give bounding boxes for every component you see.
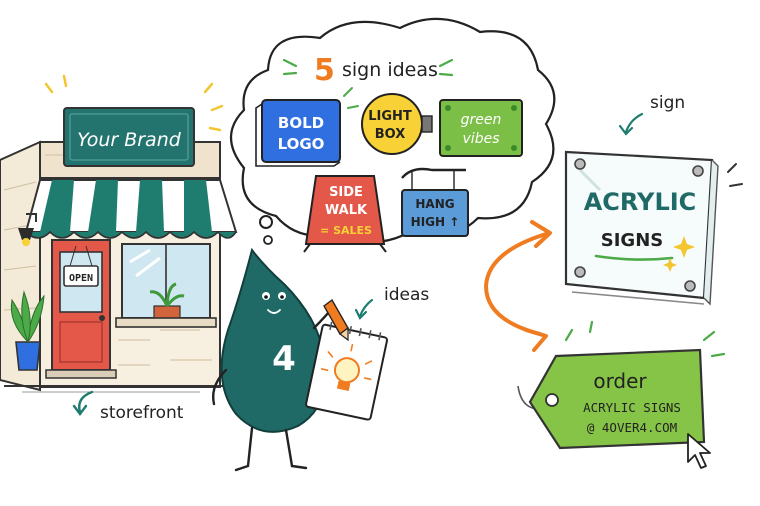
arrow-icon	[358, 298, 374, 318]
idea-bold-logo: BOLD LOGO	[255, 87, 359, 167]
curved-arrow-icon	[78, 390, 94, 414]
acrylic-sign-line2: SIGNS	[601, 230, 663, 251]
storefront: Your Brand OPEN	[0, 74, 238, 423]
storefront-label: storefront	[100, 403, 184, 423]
svg-text:SIDE: SIDE	[329, 185, 363, 200]
flow-arrow-icon	[483, 220, 552, 352]
mascot-number: 4	[272, 339, 296, 379]
svg-text:BOLD: BOLD	[278, 114, 324, 132]
idea-light-box: LIGHT BOX	[361, 93, 433, 155]
plant-pot	[15, 341, 41, 371]
lightbulb-icon	[320, 343, 373, 392]
order-tag-line2: ACRYLIC SIGNS	[583, 400, 681, 415]
ideas-label: ideas	[384, 285, 429, 305]
acrylic-sign: ACRYLIC SIGNS sign	[564, 93, 743, 306]
thought-bubble: 5 sign ideas BOLD LOGO LIGHT BOX	[230, 17, 556, 253]
pencil-icon	[323, 298, 349, 342]
sparkle-icon	[663, 236, 695, 272]
sparkle-icon	[44, 74, 224, 132]
svg-text:= SALES: = SALES	[320, 224, 372, 237]
idea-hang-high: HANG HIGH ↑	[401, 167, 469, 237]
brand-sign-text: Your Brand	[77, 129, 182, 151]
order-tag-line1: order	[593, 369, 647, 393]
cursor-icon	[687, 433, 711, 469]
sign-label: sign	[650, 93, 685, 113]
open-sign-text: OPEN	[69, 273, 93, 284]
svg-text:LOGO: LOGO	[278, 135, 325, 153]
notepad	[305, 321, 389, 421]
order-tag-line3: @ 4OVER4.COM	[587, 420, 677, 435]
open-sign	[63, 265, 99, 287]
lamp-icon	[18, 228, 34, 240]
idea-sidewalk: SIDE WALK = SALES	[303, 175, 387, 253]
ideas-count: 5	[314, 53, 335, 88]
svg-text:vibes: vibes	[463, 131, 500, 147]
svg-text:LIGHT: LIGHT	[368, 109, 412, 124]
brand-sign	[63, 107, 195, 167]
arrow-icon	[624, 112, 644, 134]
svg-text:BOX: BOX	[375, 127, 406, 142]
idea-green-vibes: green vibes	[439, 99, 523, 157]
svg-text:green: green	[461, 112, 502, 128]
svg-text:WALK: WALK	[325, 203, 368, 218]
order-tag[interactable]: order ACRYLIC SIGNS @ 4OVER4.COM	[517, 320, 726, 469]
acrylic-sign-line1: ACRYLIC	[584, 188, 697, 216]
mascot: 4	[212, 247, 429, 472]
svg-text:HIGH ↑: HIGH ↑	[411, 215, 460, 229]
svg-text:HANG: HANG	[415, 197, 454, 211]
ideas-heading: sign ideas	[342, 59, 438, 81]
